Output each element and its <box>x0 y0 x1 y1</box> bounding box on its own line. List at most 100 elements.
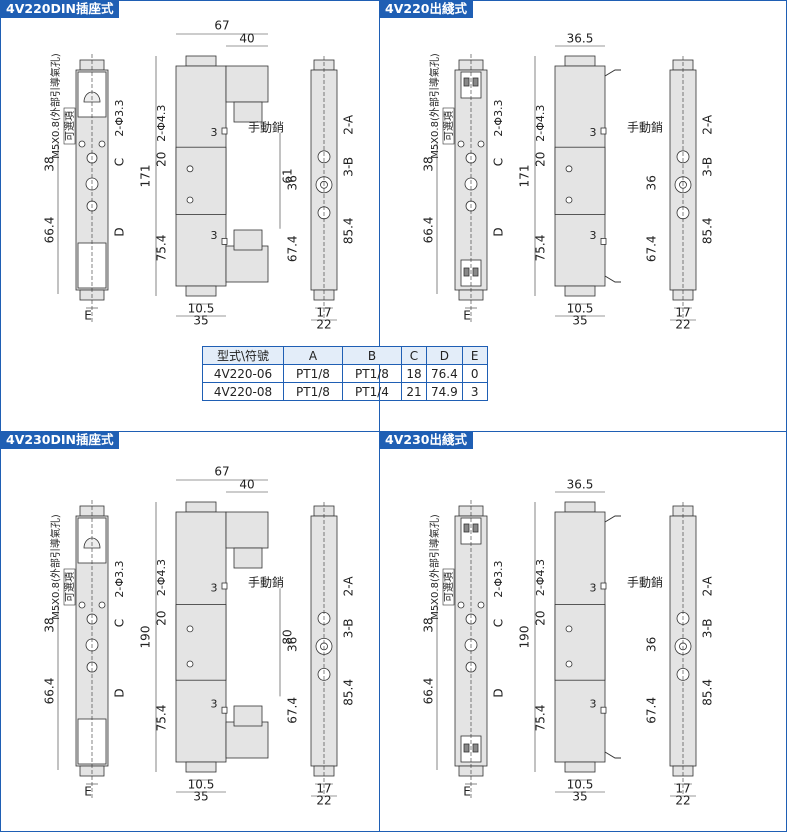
dim-36: 36 <box>286 637 300 652</box>
dim-22: 22 <box>316 794 331 808</box>
dim-c: C <box>113 158 127 166</box>
dim-height: 190 <box>518 626 532 649</box>
din-connector-top <box>225 511 269 549</box>
mount-hole <box>565 625 573 633</box>
dim-67: 67 <box>214 19 229 33</box>
dim-38: 38 <box>422 156 436 171</box>
terminal-pin <box>463 77 470 87</box>
spec-cell: PT1/4 <box>342 382 402 401</box>
mount-hole <box>565 196 573 204</box>
dim-phi43: 2-Φ4.3 <box>534 105 547 142</box>
port-a <box>676 150 690 164</box>
dim-40: 40 <box>239 478 254 492</box>
dim-17: 17 <box>316 306 331 320</box>
dim-36: 36 <box>286 175 300 190</box>
terminal-pin <box>472 267 479 277</box>
dim-3: 3 <box>590 126 597 139</box>
spec-cell: 21 <box>401 382 427 401</box>
side-note: M5X0.8(外部引導氣孔) <box>428 53 441 159</box>
din-connector-bottom <box>225 721 269 759</box>
dim-3: 3 <box>590 581 597 594</box>
spec-table: 型式\符號 A B C D E 4V220-06 PT1/8 PT1/8 18 … <box>202 346 488 401</box>
end-cap <box>185 761 217 773</box>
end-cap <box>564 55 596 67</box>
spec-header-cell: E <box>461 346 488 365</box>
dim-36: 36 <box>645 637 659 652</box>
dim-17: 17 <box>675 306 690 320</box>
dim-67: 67 <box>214 465 229 479</box>
dim-38: 38 <box>43 617 57 632</box>
dim-3b: 3-B <box>342 619 356 639</box>
spec-cell: 4V220-08 <box>202 382 284 401</box>
dim-3: 3 <box>211 126 218 139</box>
dim-3b: 3-B <box>701 157 715 177</box>
manual-pin <box>221 127 228 135</box>
dim-10-5: 10.5 <box>567 302 594 316</box>
spec-cell: 74.9 <box>426 382 463 401</box>
mount-hole <box>78 140 86 148</box>
end-cap <box>564 285 596 297</box>
option-box <box>442 107 455 145</box>
option-label: 可選項 <box>442 111 455 141</box>
dim-e: E <box>84 309 92 323</box>
panel-title: 4V230DIN插座式 <box>1 432 120 449</box>
wire-lead-icon <box>604 69 621 77</box>
dim-67-4: 67.4 <box>286 697 300 724</box>
dim-e: E <box>84 785 92 799</box>
panel-title: 4V220DIN插座式 <box>1 1 120 18</box>
spec-header-cell: C <box>401 346 427 365</box>
dim-66-4: 66.4 <box>43 217 57 244</box>
dim-67-4: 67.4 <box>286 235 300 262</box>
spec-cell: 0 <box>461 364 488 383</box>
port-b <box>317 668 331 681</box>
dim-17: 17 <box>675 782 690 796</box>
dim-3: 3 <box>590 698 597 711</box>
dim-75-4: 75.4 <box>155 235 169 262</box>
end-cap <box>185 55 217 67</box>
spec-cell: 18 <box>401 364 427 383</box>
port-a <box>317 150 331 164</box>
dim-66-4: 66.4 <box>422 678 436 705</box>
option-box <box>63 107 76 145</box>
dim-38: 38 <box>422 617 436 632</box>
spec-cell: 4V220-06 <box>202 364 284 383</box>
end-cap <box>564 501 596 513</box>
dim-3b: 3-B <box>701 619 715 639</box>
manual-pin <box>600 706 607 714</box>
spec-header-cell: B <box>342 346 402 365</box>
dim-d: D <box>113 688 127 697</box>
wire-lead-icon <box>604 515 621 523</box>
mount-hole <box>457 601 465 609</box>
dim-10-5: 10.5 <box>188 778 215 792</box>
option-label: 可選項 <box>442 572 455 602</box>
spec-cell: 3 <box>461 382 488 401</box>
spec-cell: PT1/8 <box>342 364 402 383</box>
mount-hole <box>186 660 194 668</box>
dim-61: 61 <box>281 168 295 183</box>
dim-2a: 2-A <box>342 576 356 597</box>
mount-hole <box>477 140 485 148</box>
dim-20: 20 <box>155 152 169 167</box>
mount-hole <box>457 140 465 148</box>
dim-d: D <box>113 227 127 236</box>
dim-phi33: 2-Φ3.3 <box>113 560 126 597</box>
dim-36: 36 <box>645 175 659 190</box>
dim-67-4: 67.4 <box>645 697 659 724</box>
dim-10-5: 10.5 <box>567 778 594 792</box>
dim-phi33: 2-Φ3.3 <box>492 560 505 597</box>
dim-c: C <box>113 619 127 627</box>
manual-pin <box>600 127 607 135</box>
terminal-pin <box>463 523 470 533</box>
dim-75-4: 75.4 <box>534 235 548 262</box>
dim-85-4: 85.4 <box>701 217 715 244</box>
dim-36-5: 36.5 <box>567 32 594 46</box>
manual-pin-label: 手動銷 <box>627 575 663 590</box>
mount-hole <box>477 601 485 609</box>
dim-height: 190 <box>139 626 153 649</box>
center-block <box>554 604 606 681</box>
dim-3: 3 <box>211 229 218 242</box>
